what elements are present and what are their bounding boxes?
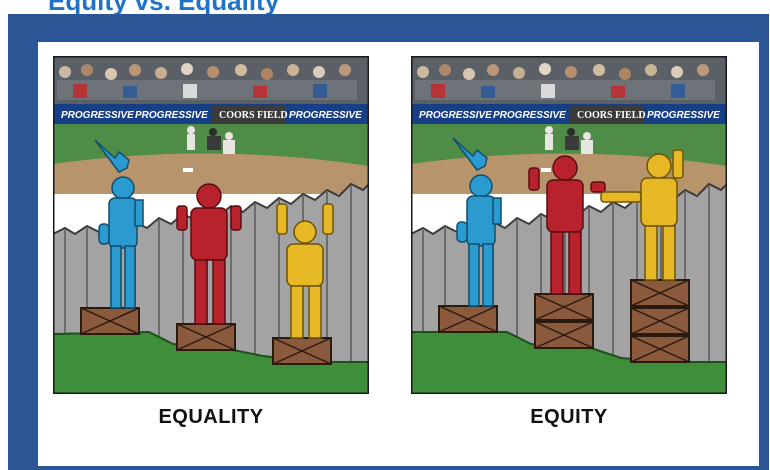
crate bbox=[631, 308, 689, 334]
crate bbox=[535, 322, 593, 348]
ad-sign: PROGRESSIVE bbox=[647, 110, 720, 121]
page-title: Equity vs. Equality bbox=[48, 0, 279, 14]
crate bbox=[631, 280, 689, 306]
ad-sign: COORS FIELD bbox=[219, 110, 288, 121]
equity-illustration: PROGRESSIVE PROGRESSIVE COORS FIELD PROG… bbox=[411, 56, 727, 394]
ad-sign: PROGRESSIVE bbox=[419, 110, 492, 121]
crate bbox=[273, 338, 331, 364]
crate bbox=[439, 306, 497, 332]
crate bbox=[631, 336, 689, 362]
crate bbox=[177, 324, 235, 350]
crate bbox=[81, 308, 139, 334]
ad-sign: PROGRESSIVE bbox=[135, 110, 208, 121]
equality-caption: EQUALITY bbox=[53, 406, 369, 429]
crate bbox=[535, 294, 593, 320]
equality-illustration: PROGRESSIVE PROGRESSIVE COORS FIELD PROG… bbox=[53, 56, 369, 394]
equity-caption: EQUITY bbox=[411, 406, 727, 429]
ad-sign: PROGRESSIVE bbox=[493, 110, 566, 121]
ad-sign: COORS FIELD bbox=[577, 110, 646, 121]
ad-sign: PROGRESSIVE bbox=[289, 110, 362, 121]
header-strip: Equity vs. Equality bbox=[0, 0, 770, 14]
ad-sign: PROGRESSIVE bbox=[61, 110, 134, 121]
